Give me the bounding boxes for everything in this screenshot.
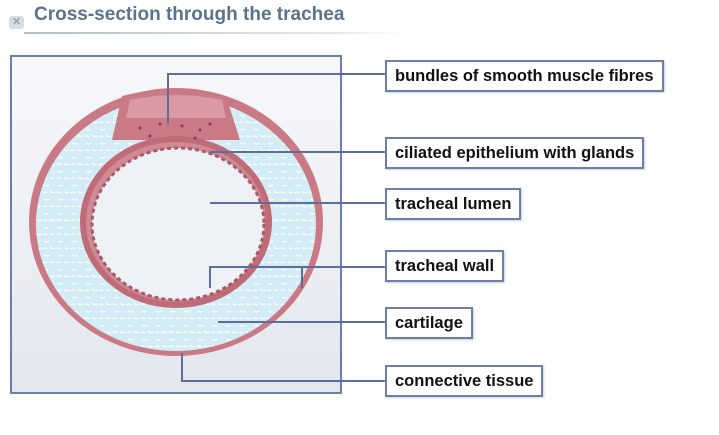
leader-connective: [181, 353, 385, 382]
page-title: Cross-section through the trachea: [34, 4, 345, 25]
label-connective-tissue: connective tissue: [385, 365, 544, 397]
label-tracheal-lumen: tracheal lumen: [385, 188, 522, 220]
label-tracheal-wall: tracheal wall: [385, 250, 505, 282]
close-icon[interactable]: ✕: [9, 16, 24, 29]
title-divider: [24, 32, 404, 34]
label-smooth-muscle: bundles of smooth muscle fibres: [385, 60, 664, 92]
label-cartilage: cartilage: [385, 307, 473, 339]
leader-muscle: [167, 73, 385, 124]
leader-wall: [209, 266, 385, 288]
tracheal-lumen: [90, 146, 266, 302]
label-ciliated-epithelium: ciliated epithelium with glands: [385, 137, 645, 169]
